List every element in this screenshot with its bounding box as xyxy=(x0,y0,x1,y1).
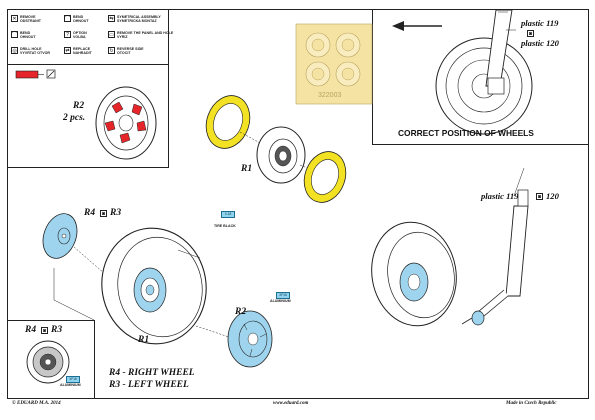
label-r2-top: R2 xyxy=(73,101,85,111)
label-r3-inset: R3 xyxy=(51,325,63,335)
label-plastic-119: plastic 119 xyxy=(481,191,519,201)
bend-icon: ⌒ xyxy=(64,15,71,22)
footer-made-in: Made in Czech Republic xyxy=(506,401,557,406)
paint-aluminium-inset: ALUMINIUM xyxy=(60,383,81,387)
legend-bend: BEND OHNOUT xyxy=(73,15,89,23)
option-icon-inset: ◙ xyxy=(41,327,48,334)
label-left-wheel: R3 - LEFT WHEEL xyxy=(109,380,189,390)
paint-aluminium-inset-code: XF16 xyxy=(66,376,80,383)
symmetry-icon: ⇆ xyxy=(108,15,115,22)
legend-option: OPTION VOLBA xyxy=(73,31,87,39)
drill-icon: ◎ xyxy=(11,47,18,54)
hub-r2-painted xyxy=(95,86,157,160)
paint-aluminium: ALUMINIUM xyxy=(270,299,291,303)
label-r4-inset: R4 xyxy=(25,325,37,335)
assembled-wheel-strut xyxy=(371,167,529,327)
legend-replace: REPLACE NAHRADIT xyxy=(73,47,92,55)
step-box xyxy=(7,64,169,168)
disc-r4-r3 xyxy=(42,213,78,259)
mask-ring-right xyxy=(303,151,347,203)
detail-caption: CORRECT POSITION OF WHEELS xyxy=(398,128,534,138)
legend-reverse: REVERSE SIDE OTOCIT xyxy=(117,47,144,55)
legend-panel: REMOVE THE PANEL AND HOLE VYRIZ xyxy=(117,31,174,39)
red-paint-chip xyxy=(15,70,39,79)
mask-sheet xyxy=(295,23,373,105)
label-r1-top: R1 xyxy=(241,164,253,174)
label-r4: R4 xyxy=(84,208,96,218)
detail-wheel xyxy=(392,9,533,135)
main-wheel-r1 xyxy=(101,227,207,345)
hub-r1-top xyxy=(256,126,306,184)
bend-icon-2: ⌒ xyxy=(11,31,18,38)
detail-plastic-119: plastic 119 xyxy=(521,18,559,28)
label-r2-pcs: 2 pcs. xyxy=(63,113,86,123)
option-icon: ? xyxy=(64,31,71,38)
reverse-icon: ↻ xyxy=(108,47,115,54)
label-r3: R3 xyxy=(110,208,122,218)
remove-icon: ✕ xyxy=(11,15,18,22)
option-icon-detail: ◙ xyxy=(527,30,534,37)
inset-box xyxy=(7,320,95,399)
option-icon-plastic: ◙ xyxy=(536,193,543,200)
sheet-border xyxy=(7,9,589,399)
paint-tire-black: TIRE BLACK xyxy=(214,224,236,228)
detail-box xyxy=(372,9,589,145)
option-icon-r4r3: ◙ xyxy=(100,210,107,217)
legend-drill: DRILL HOLE VYVRTAT OTVOR xyxy=(20,47,51,55)
label-right-wheel: R4 - RIGHT WHEEL xyxy=(109,368,195,378)
paint-tire-black-code: X.18 xyxy=(221,211,235,218)
inset-hub xyxy=(26,340,70,384)
footer-copyright: © EDUARD M.A. 2014 xyxy=(12,401,61,406)
legend-bend-2: BEND OHNOUT xyxy=(20,31,36,39)
mask-sheet-code: 322003 xyxy=(318,92,342,99)
footer-website: www.eduard.com xyxy=(273,401,309,406)
legend-remove: REMOVE ODSTRANIT xyxy=(20,15,41,23)
panel-icon: ▭ xyxy=(108,31,115,38)
hub-r2-blue xyxy=(227,310,273,368)
label-r1-main: R1 xyxy=(138,335,150,345)
paint-aluminium-code: XF16 xyxy=(276,292,290,299)
legend-symmetry: SYMETRICAL ASSEMBLY SYMETRICKA MONTAZ xyxy=(117,15,161,23)
label-plastic-120: 120 xyxy=(546,191,559,201)
detail-plastic-120: plastic 120 xyxy=(521,38,559,48)
replace-icon: ⇄ xyxy=(64,47,71,54)
label-r2-main: R2 xyxy=(235,307,247,317)
mask-ring-left xyxy=(205,95,251,149)
